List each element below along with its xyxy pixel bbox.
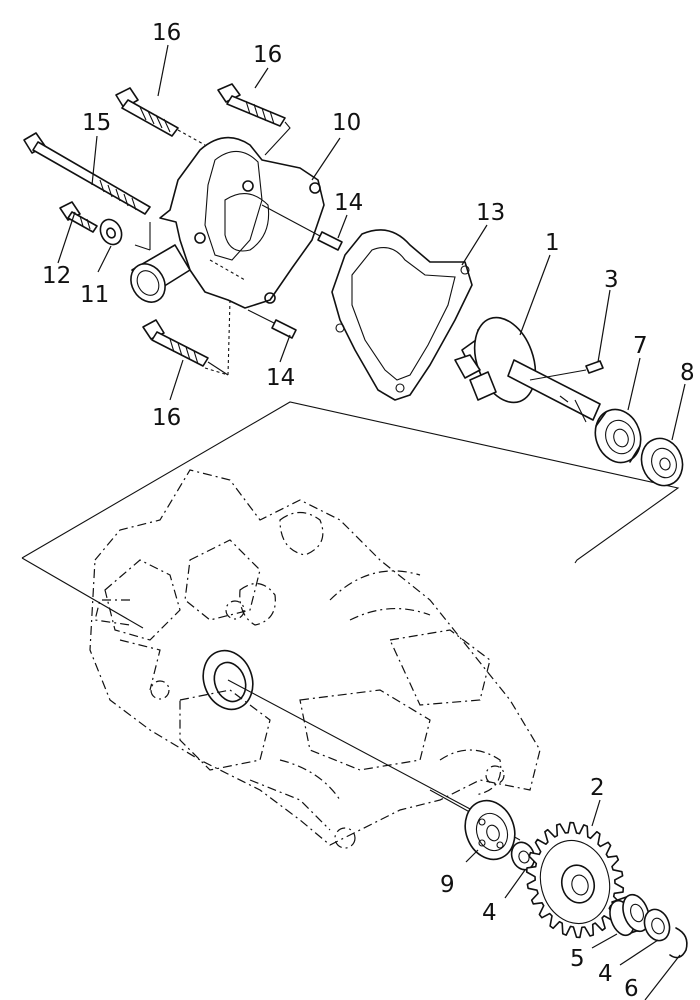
callout-12: 12: [42, 263, 71, 289]
bolt-12: [59, 201, 98, 233]
washer-4-outer: [643, 908, 671, 942]
callout-3: 3: [604, 267, 619, 293]
dowel-pin-14-upper: [261, 204, 343, 251]
callout-4-inner: 4: [482, 900, 497, 926]
circlip-6: [669, 927, 688, 959]
callout-13: 13: [476, 200, 505, 226]
bolt-16-upper-right: [217, 83, 291, 156]
callout-16-top-right: 16: [253, 42, 282, 68]
callout-10: 10: [332, 110, 361, 136]
bolt-16-lower: [142, 319, 229, 376]
callout-7: 7: [633, 333, 648, 359]
bolt-16-upper-left: [115, 87, 206, 146]
callout-14-lower: 14: [266, 365, 295, 391]
callout-11: 11: [80, 282, 109, 308]
drive-gear-2: [525, 821, 625, 939]
callout-16-lower: 16: [152, 405, 181, 431]
pin-3: [529, 360, 604, 381]
callout-14-upper: 14: [334, 190, 363, 216]
callout-4-outer: 4: [598, 961, 613, 987]
callout-labels: 16 16 15 10 14 13 1 12 11 3 7 8 14 16 2 …: [42, 20, 695, 1000]
crankcase-phantom: [89, 469, 541, 849]
callout-16-top-left: 16: [152, 20, 181, 46]
callout-8: 8: [680, 360, 695, 386]
callout-1: 1: [545, 230, 560, 256]
washer-11: [99, 218, 123, 246]
callout-6: 6: [624, 976, 639, 1000]
collar-5: [609, 893, 650, 937]
callout-2: 2: [590, 775, 605, 801]
bearing-9: [464, 799, 516, 861]
callout-15: 15: [82, 110, 111, 136]
gasket-13: [331, 229, 473, 401]
impeller-shaft-1: [454, 316, 601, 423]
callout-9: 9: [440, 872, 455, 898]
assembly-boundary-outline: [21, 401, 680, 629]
leader-lines: [57, 44, 686, 1000]
bearing-7: [594, 408, 642, 464]
callout-5: 5: [570, 946, 585, 972]
bolt-15-long: [23, 132, 151, 215]
pump-cover-10: [130, 136, 325, 376]
dowel-pin-14-lower: [247, 309, 297, 339]
oil-seal-8: [640, 437, 684, 487]
